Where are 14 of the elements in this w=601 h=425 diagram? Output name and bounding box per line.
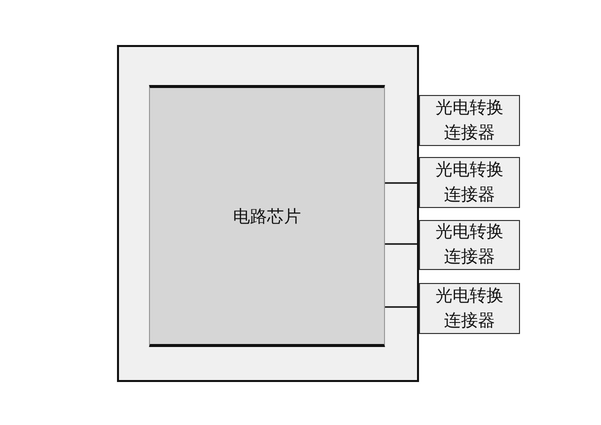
node-label: 光电转换连接器 (434, 284, 504, 332)
connector-box (419, 95, 520, 146)
package-frame (117, 45, 419, 382)
connector-box (419, 220, 520, 270)
connector-box (419, 283, 520, 334)
connection-line (385, 306, 419, 308)
connection-line (385, 182, 419, 184)
connector-box (419, 157, 520, 208)
node-label: 光电转换连接器 (434, 221, 504, 269)
connection-line (385, 243, 419, 245)
node-label: 光电转换连接器 (434, 96, 504, 144)
node-label: 光电转换连接器 (434, 158, 504, 206)
node-label: 电路芯片 (233, 206, 301, 228)
chip-block (149, 85, 385, 347)
